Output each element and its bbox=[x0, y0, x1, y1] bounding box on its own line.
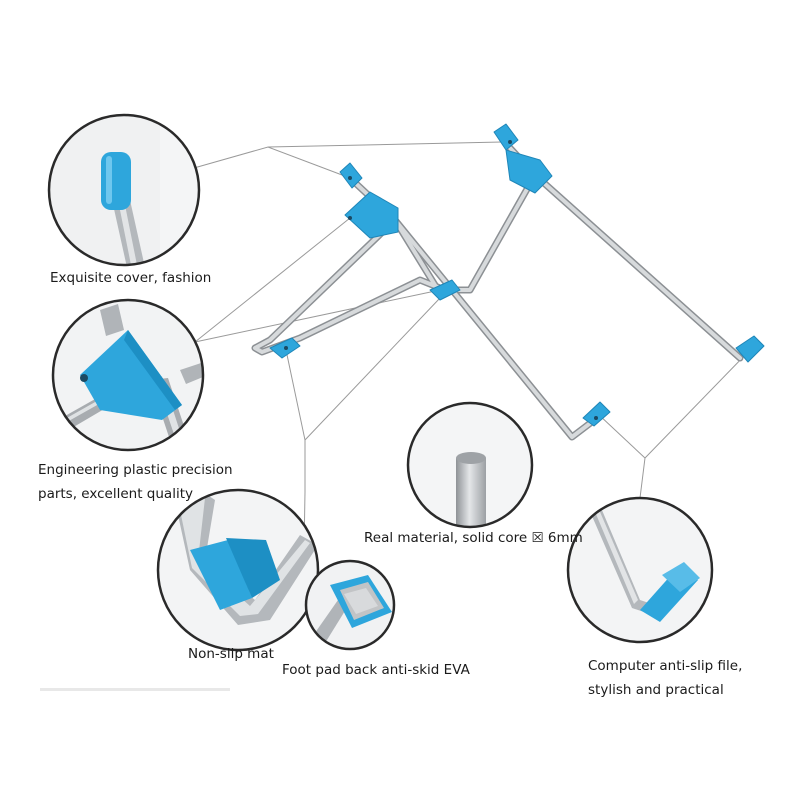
shadow-strip bbox=[40, 688, 230, 691]
callout-circle-cover bbox=[47, 113, 201, 267]
callout-label-cover: Exquisite cover, fashion bbox=[50, 270, 212, 286]
callout-circle-mat bbox=[156, 488, 320, 652]
callout-circle-footpad bbox=[304, 559, 396, 651]
callout-label-joint: Engineering plastic precision parts, exc… bbox=[38, 462, 233, 502]
callout-circle-antislip bbox=[566, 496, 714, 644]
callout-label-antislip: Computer anti-slip file, stylish and pra… bbox=[588, 658, 743, 698]
callout-label-mat: Non-slip mat bbox=[188, 646, 274, 662]
callout-label-rod: Real material, solid core ☒ 6mm bbox=[364, 530, 583, 546]
callout-label-footpad: Foot pad back anti-skid EVA bbox=[282, 662, 470, 678]
callout-circle-joint bbox=[51, 298, 205, 452]
laptop-stand bbox=[251, 123, 765, 441]
callout-circle-rod bbox=[406, 401, 534, 529]
